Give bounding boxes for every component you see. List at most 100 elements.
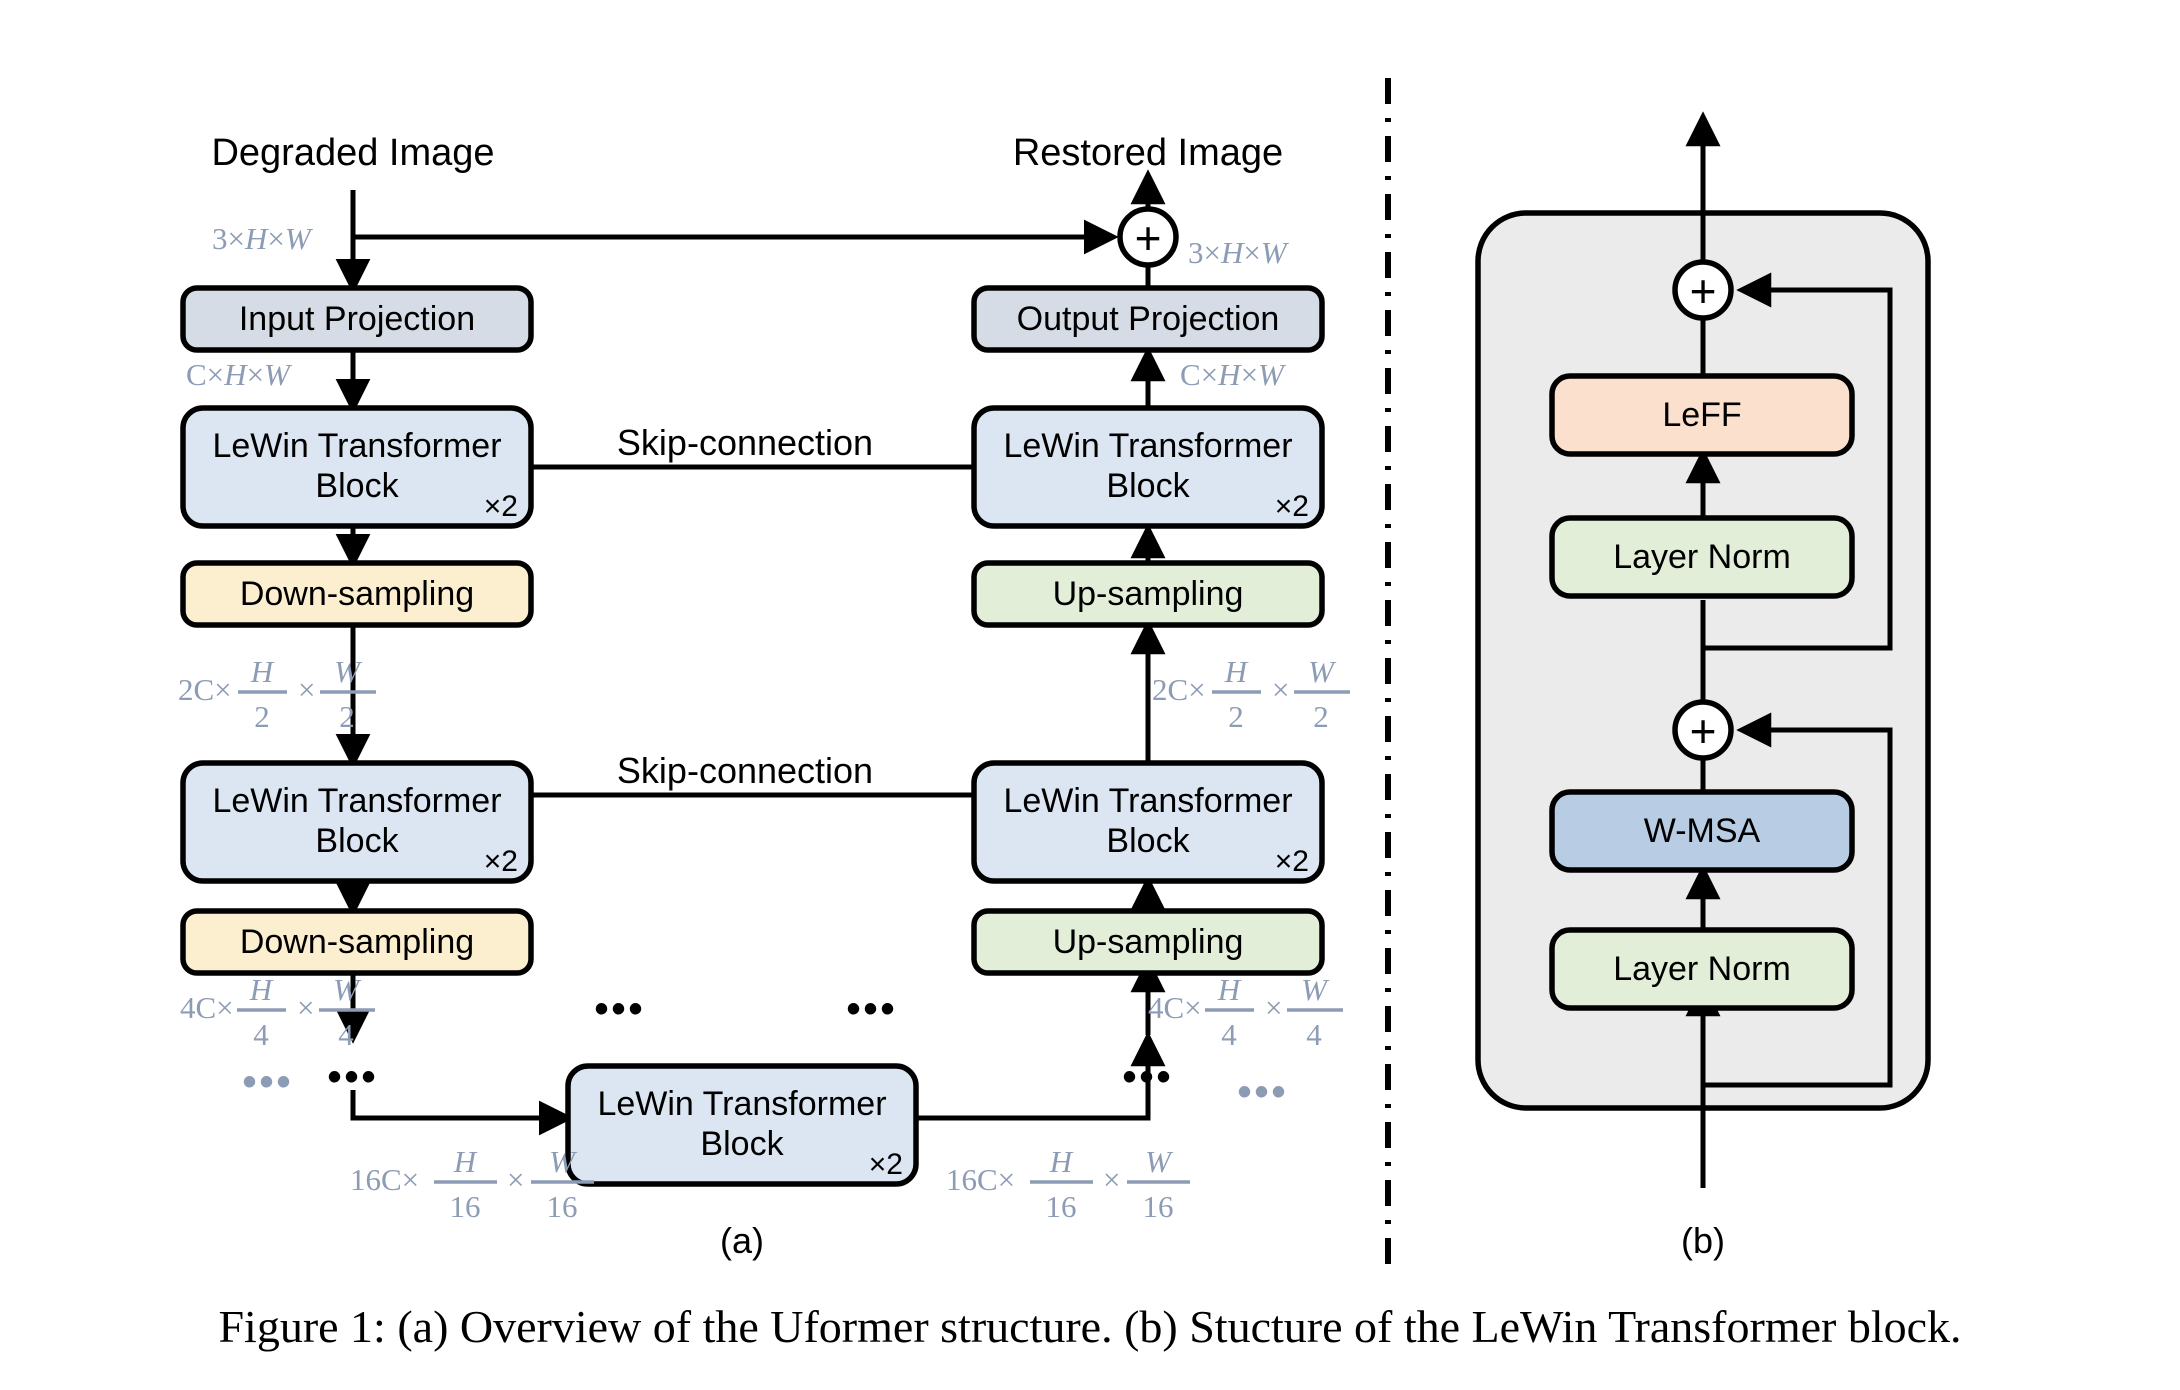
svg-text:C×H×W: C×H×W — [186, 357, 293, 392]
down-sampling-block-1: Down-sampling — [180, 560, 534, 628]
dim-enc-4c-den2: 4 — [338, 1017, 354, 1052]
lewin-block-encoder-1-line1: LeWin Transformer — [212, 427, 501, 465]
dim-dec-2c: 2C× H 2 × W 2 — [1152, 654, 1350, 734]
residual-add-top: + — [1672, 259, 1734, 321]
dim-dec-16c-num2: W — [1145, 1144, 1174, 1179]
dim-dec-chw-w: W — [1258, 357, 1287, 392]
dim-dec-16c-den2: 16 — [1143, 1189, 1174, 1224]
wmsa-label: W-MSA — [1644, 812, 1761, 850]
dim-enc-chw: C×H×W — [186, 357, 293, 392]
output-projection-block: Output Projection — [971, 285, 1325, 353]
dim-input-3hw: 3×H×W — [212, 221, 314, 256]
svg-text:3×H×W: 3×H×W — [212, 221, 314, 256]
dim-enc-2c-sep: × — [298, 672, 315, 707]
lewin-block-encoder-1: LeWin Transformer Block ×2 — [180, 405, 534, 529]
dim-enc-4c-coef: 4C× — [180, 990, 234, 1025]
lewin-block-bottleneck: LeWin Transformer Block ×2 — [565, 1063, 919, 1187]
add-symbol: + — [1135, 212, 1162, 264]
down-sampling-block-2: Down-sampling — [180, 908, 534, 976]
dim-enc-16c-den2: 16 — [547, 1189, 578, 1224]
dim-dec-2c-den2: 2 — [1313, 699, 1329, 734]
dim-dec-16c: 16C× H 16 × W 16 — [946, 1144, 1190, 1224]
residual-branch-bottom — [1703, 712, 1893, 1088]
dim-enc-chw-w: W — [264, 357, 293, 392]
figure-caption: Figure 1: (a) Overview of the Uformer st… — [218, 1301, 1962, 1352]
dim-enc-4c-num2: W — [333, 972, 362, 1007]
skip-connection-label-1: Skip-connection — [617, 422, 873, 463]
down-sampling-label-2: Down-sampling — [240, 923, 474, 961]
dim-enc-4c: 4C× H 4 × W 4 — [180, 972, 375, 1052]
ellipsis-decoder-gray: ••• — [1237, 1070, 1288, 1114]
layer-norm-top-block: Layer Norm — [1549, 515, 1855, 599]
lewin-block-encoder-2-multiplier: ×2 — [484, 845, 518, 878]
dim-enc-4c-sep: × — [297, 990, 314, 1025]
layer-norm-bottom-block: Layer Norm — [1549, 927, 1855, 1011]
dim-dec-chw-sep: × — [1241, 357, 1258, 392]
input-projection-block: Input Projection — [180, 285, 534, 353]
dim-dec-16c-den1: 16 — [1046, 1189, 1077, 1224]
lewin-block-bottleneck-line1: LeWin Transformer — [597, 1085, 886, 1123]
leff-block: LeFF — [1549, 373, 1855, 457]
layer-norm-top-label: Layer Norm — [1613, 538, 1791, 576]
dim-enc-2c-den2: 2 — [339, 699, 355, 734]
dim-dec-4c-coef: 4C× — [1148, 990, 1202, 1025]
dim-enc-4c-num1: H — [249, 972, 274, 1007]
residual-branch-top — [1703, 272, 1893, 651]
dim-input-3hw-prefix: 3× — [212, 221, 245, 256]
lewin-block-encoder-2: LeWin Transformer Block ×2 — [180, 760, 534, 884]
lewin-block-bottleneck-line2: Block — [700, 1125, 784, 1163]
dim-input-3hw-h: H — [244, 221, 269, 256]
panel-b-label: (b) — [1681, 1220, 1725, 1261]
dim-enc-2c: 2C× H 2 × W 2 — [178, 654, 376, 734]
dim-enc-16c-den1: 16 — [450, 1189, 481, 1224]
residual-add-bottom: + — [1672, 699, 1734, 761]
lewin-block-decoder-1-line1: LeWin Transformer — [1003, 427, 1292, 465]
dim-input-3hw-sep: × — [267, 221, 284, 256]
add-symbol-bottom: + — [1690, 705, 1717, 757]
dim-enc-2c-num2: W — [334, 654, 363, 689]
panel-a-label: (a) — [720, 1220, 764, 1261]
input-projection-label: Input Projection — [239, 300, 475, 338]
dim-output-3hw: 3×H×W — [1188, 235, 1290, 270]
dim-dec-chw-prefix: C× — [1180, 357, 1218, 392]
dim-enc-4c-den1: 4 — [253, 1017, 269, 1052]
lewin-block-decoder-2-line2: Block — [1106, 822, 1190, 860]
dim-output-3hw-h: H — [1220, 235, 1245, 270]
ellipsis-encoder-dark: ••• — [327, 1055, 378, 1099]
dim-dec-chw: C×H×W — [1180, 357, 1287, 392]
skip-connection-label-2: Skip-connection — [617, 750, 873, 791]
ellipsis-decoder-dark: ••• — [1122, 1055, 1173, 1099]
dim-dec-2c-num2: W — [1308, 654, 1337, 689]
dim-dec-2c-num1: H — [1224, 654, 1249, 689]
dim-enc-2c-num1: H — [250, 654, 275, 689]
dim-dec-4c: 4C× H 4 × W 4 — [1148, 972, 1343, 1052]
dim-dec-4c-sep: × — [1265, 990, 1282, 1025]
dim-dec-4c-num2: W — [1301, 972, 1330, 1007]
restored-image-title: Restored Image — [1013, 132, 1283, 174]
lewin-block-encoder-2-line2: Block — [315, 822, 399, 860]
degraded-image-title: Degraded Image — [211, 132, 494, 174]
dim-enc-2c-den1: 2 — [254, 699, 270, 734]
up-sampling-label-2: Up-sampling — [1053, 923, 1244, 961]
up-sampling-block-2: Up-sampling — [971, 908, 1325, 976]
dim-enc-16c-coef: 16C× — [350, 1162, 419, 1197]
lewin-block-decoder-1-line2: Block — [1106, 467, 1190, 505]
down-sampling-label-1: Down-sampling — [240, 575, 474, 613]
ellipsis-middle-left: ••• — [594, 987, 645, 1031]
up-sampling-label-1: Up-sampling — [1053, 575, 1244, 613]
dim-dec-16c-coef: 16C× — [946, 1162, 1015, 1197]
ellipsis-middle-right: ••• — [846, 987, 897, 1031]
dim-output-3hw-w: W — [1261, 235, 1290, 270]
dim-enc-2c-coef: 2C× — [178, 672, 232, 707]
dim-enc-16c: 16C× H 16 × W 16 — [350, 1144, 594, 1224]
dim-enc-16c-num2: W — [549, 1144, 578, 1179]
svg-text:3×H×W: 3×H×W — [1188, 235, 1290, 270]
lewin-block-decoder-2: LeWin Transformer Block ×2 — [971, 760, 1325, 884]
ellipsis-encoder-gray: ••• — [242, 1060, 293, 1104]
lewin-block-encoder-2-line1: LeWin Transformer — [212, 782, 501, 820]
wmsa-block: W-MSA — [1549, 789, 1855, 873]
dim-input-3hw-w: W — [285, 221, 314, 256]
layer-norm-bottom-label: Layer Norm — [1613, 950, 1791, 988]
dim-enc-chw-sep: × — [247, 357, 264, 392]
